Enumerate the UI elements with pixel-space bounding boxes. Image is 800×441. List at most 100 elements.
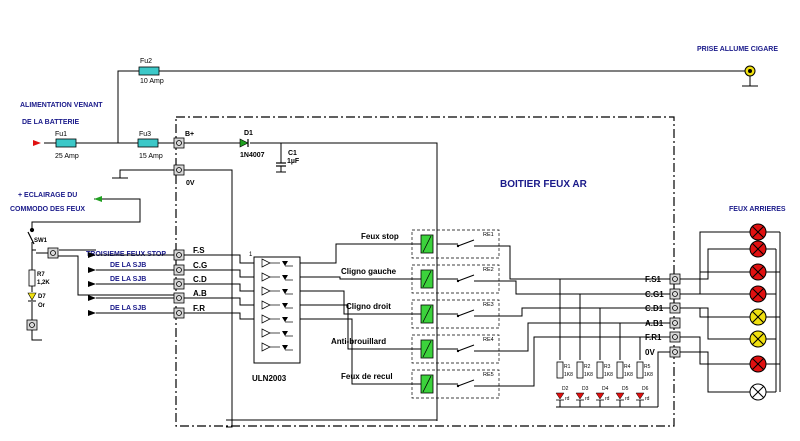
relay-coil-mark <box>422 340 432 358</box>
input-source-label: DE LA SJB <box>110 276 146 283</box>
relay-coil-mark <box>422 235 432 253</box>
chip-clamp-diode <box>282 317 288 322</box>
input-terminal-screw <box>176 310 182 316</box>
dash-light-label-line2: COMMODO DES FEUX <box>10 206 85 213</box>
relay-function-label: Anti-brouillard <box>331 337 386 346</box>
input-to-chip-wire <box>184 283 254 292</box>
fuse-fu3-name: Fu3 <box>139 131 151 138</box>
output-terminal-screw <box>672 305 678 311</box>
relay-to-output-wire <box>496 245 670 280</box>
indicator-led-color: rd <box>585 396 590 402</box>
chip-clamp-diode <box>282 303 288 308</box>
relay-function-label: Cligno droit <box>346 302 391 311</box>
output-terminal-screw <box>672 320 678 326</box>
relay-coil-mark <box>422 375 432 393</box>
dash-light-label-line1: + ECLAIRAGE DU <box>18 192 77 199</box>
lamp-return-bus <box>775 232 781 392</box>
relay-to-output-wire <box>496 322 670 352</box>
d1-value: 1N4007 <box>240 152 265 159</box>
lamp-feed-wire <box>680 271 750 295</box>
c1-value: 1µF <box>287 158 300 165</box>
input-arrow <box>88 252 96 258</box>
relay-pivot <box>456 314 460 318</box>
input-terminal <box>173 307 185 319</box>
switch-sw1 <box>27 227 35 245</box>
input-arrow <box>88 295 96 301</box>
indicator-resistor-name: R5 <box>644 364 651 370</box>
chip-buffer-symbol <box>261 314 271 324</box>
relay-coil-mark <box>422 270 432 288</box>
input-terminal-screw <box>176 295 182 301</box>
terminal-sw1 <box>47 247 59 259</box>
indicator-resistor-value: 1K8 <box>644 372 653 378</box>
input-terminal <box>173 264 185 276</box>
rear-lamp-cross <box>751 225 765 239</box>
lamp-feed-wire <box>680 248 750 280</box>
relay-pivot <box>456 244 460 248</box>
output-label: C.G1 <box>645 290 664 299</box>
d7-value: Or <box>38 303 46 309</box>
input-arrow <box>88 281 96 287</box>
relay-to-output-wire <box>496 336 670 387</box>
relay-name: RE1 <box>483 232 494 238</box>
rear-lamp-cross <box>751 287 765 301</box>
fuse-fu2-rating: 10 Amp <box>140 78 164 85</box>
supply-label-line2: DE LA BATTERIE <box>22 119 79 126</box>
input-arrow <box>88 310 96 316</box>
indicator-resistor-name: R2 <box>584 364 591 370</box>
relay-contact <box>457 344 475 352</box>
indicator-led-color: rd <box>565 396 570 402</box>
indicator-led <box>635 392 645 400</box>
chip-name: ULN2003 <box>252 374 287 383</box>
c1-name: C1 <box>288 150 297 157</box>
chip-to-relay-wire <box>300 243 421 264</box>
sw1-label: SW1 <box>34 238 48 244</box>
relay-pivot <box>456 349 460 353</box>
indicator-diode-name: D3 <box>582 386 589 392</box>
fuse-fu3: Fu3 15 Amp <box>137 131 163 160</box>
chip-clamp-diode <box>282 289 288 294</box>
dash-light-wiring <box>31 198 178 322</box>
indicator-diode-name: D5 <box>622 386 629 392</box>
terminal-d7 <box>26 319 38 331</box>
input-label: A.B <box>193 289 207 298</box>
d1-name: D1 <box>244 130 253 137</box>
relay-function-label: Feux de recul <box>341 372 393 381</box>
input-to-chip-wire <box>184 297 254 306</box>
indicator-led-color: rd <box>605 396 610 402</box>
output-terminal <box>669 331 681 343</box>
relay-to-output-wire <box>496 280 670 295</box>
rear-lights-label: FEUX ARRIERES <box>729 206 786 213</box>
input-terminal <box>173 249 185 261</box>
lamps-layer <box>680 223 781 401</box>
relay-function-label: Feux stop <box>361 232 399 241</box>
chip-clamp-diode <box>282 261 288 266</box>
relay-name: RE2 <box>483 267 494 273</box>
supply-wiring <box>44 70 758 428</box>
indicator-resistor <box>616 361 624 379</box>
relay-contact <box>457 379 475 387</box>
input-label: C.D <box>193 275 207 284</box>
led-d7 <box>27 292 37 302</box>
fuse-fu1-rating: 25 Amp <box>55 153 79 160</box>
r7-name: R7 <box>37 272 45 278</box>
indicator-resistor <box>556 361 564 379</box>
relay-contact <box>457 239 475 247</box>
indicator-diode-name: D4 <box>602 386 609 392</box>
indicator-resistor <box>596 361 604 379</box>
indicator-resistor-name: R1 <box>564 364 571 370</box>
indicator-resistor-value: 1K8 <box>604 372 613 378</box>
indicator-resistor <box>636 361 644 379</box>
output-terminal-screw <box>672 276 678 282</box>
input-source-label: DE LA SJB <box>110 305 146 312</box>
terminal-zero-v <box>173 164 185 176</box>
chip-clamp-diode <box>282 345 288 350</box>
supply-label-line1: ALIMENTATION VENANT <box>20 102 103 109</box>
rear-lamp-cross <box>751 265 765 279</box>
indicator-led-color: rd <box>645 396 650 402</box>
chip-channels <box>261 258 293 352</box>
relay-name: RE3 <box>483 302 494 308</box>
